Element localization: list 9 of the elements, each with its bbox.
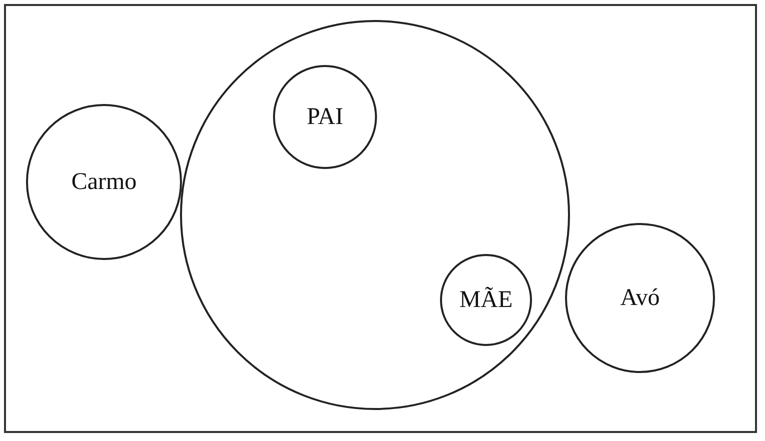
label-circle bbox=[565, 223, 715, 373]
circle-label: Avó bbox=[620, 284, 660, 312]
circle-label: Carmo bbox=[71, 168, 137, 196]
label-circle bbox=[440, 254, 532, 346]
label-circle bbox=[26, 104, 182, 260]
circle-outline bbox=[180, 20, 570, 410]
circle-label: PAI bbox=[306, 104, 344, 130]
circle-label: MÃE bbox=[459, 286, 513, 314]
label-circle bbox=[273, 65, 377, 169]
